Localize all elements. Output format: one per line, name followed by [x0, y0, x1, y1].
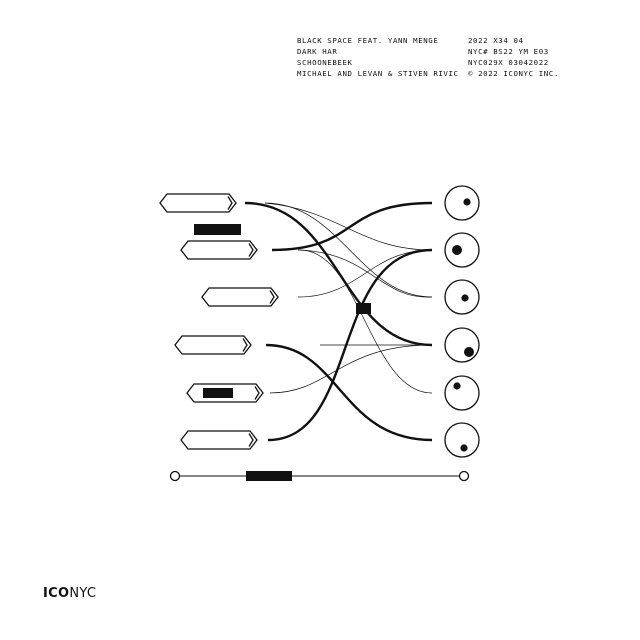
track-title: DARK HAR: [297, 47, 338, 56]
thick-patch-cables: [244, 201, 433, 442]
black-block-icon: [203, 388, 233, 398]
artist-line: BLACK SPACE FEAT. YANN MENGE: [297, 36, 439, 45]
circle-knob-icon: [444, 232, 480, 268]
arrow-tag-icon: [201, 287, 279, 307]
circle-knob-icon: [444, 327, 480, 363]
catalog-date: NYC029X 03042022: [468, 58, 549, 67]
thin-patch-cables: [264, 202, 433, 394]
circle-knob-icon: [444, 279, 480, 315]
black-block-icon: [246, 471, 292, 481]
knob-dot: [461, 294, 469, 302]
circle-knob-icon: [444, 185, 480, 221]
iconyc-logo: ICONYC: [43, 586, 96, 601]
slider-icon: [169, 470, 470, 482]
release-code: 2022 X34 04: [468, 36, 524, 45]
knob-dot: [452, 245, 462, 255]
circle-knob-icon: [444, 375, 480, 411]
knob-dot: [460, 444, 468, 452]
knob-dot: [464, 347, 474, 357]
arrow-tag-icon: [180, 240, 258, 260]
arrow-tag-icon: [180, 430, 258, 450]
arrow-tag-icon: [159, 193, 237, 213]
remix-line: SCHOONEBEEK: [297, 58, 353, 67]
catalog-number: NYC# BS22 YM E03: [468, 47, 549, 56]
copyright: © 2022 ICONYC INC.: [468, 69, 559, 78]
knob-dot: [453, 382, 461, 390]
circle-knob-icon: [444, 422, 480, 458]
arrow-tag-icon: [186, 383, 264, 403]
credits-left: BLACK SPACE FEAT. YANN MENGE DARK HAR SC…: [297, 35, 459, 79]
arrow-tag-icon: [174, 335, 252, 355]
credits-right: 2022 X34 04 NYC# BS22 YM E03 NYC029X 030…: [468, 35, 559, 79]
writers-line: MICHAEL AND LEVAN & STIVEN RIVIC: [297, 69, 459, 78]
logo-light: NYC: [69, 586, 97, 601]
knob-dot: [463, 198, 471, 206]
black-block-icon: [194, 224, 241, 235]
logo-bold: ICO: [43, 586, 70, 601]
black-block-icon: [356, 303, 371, 314]
